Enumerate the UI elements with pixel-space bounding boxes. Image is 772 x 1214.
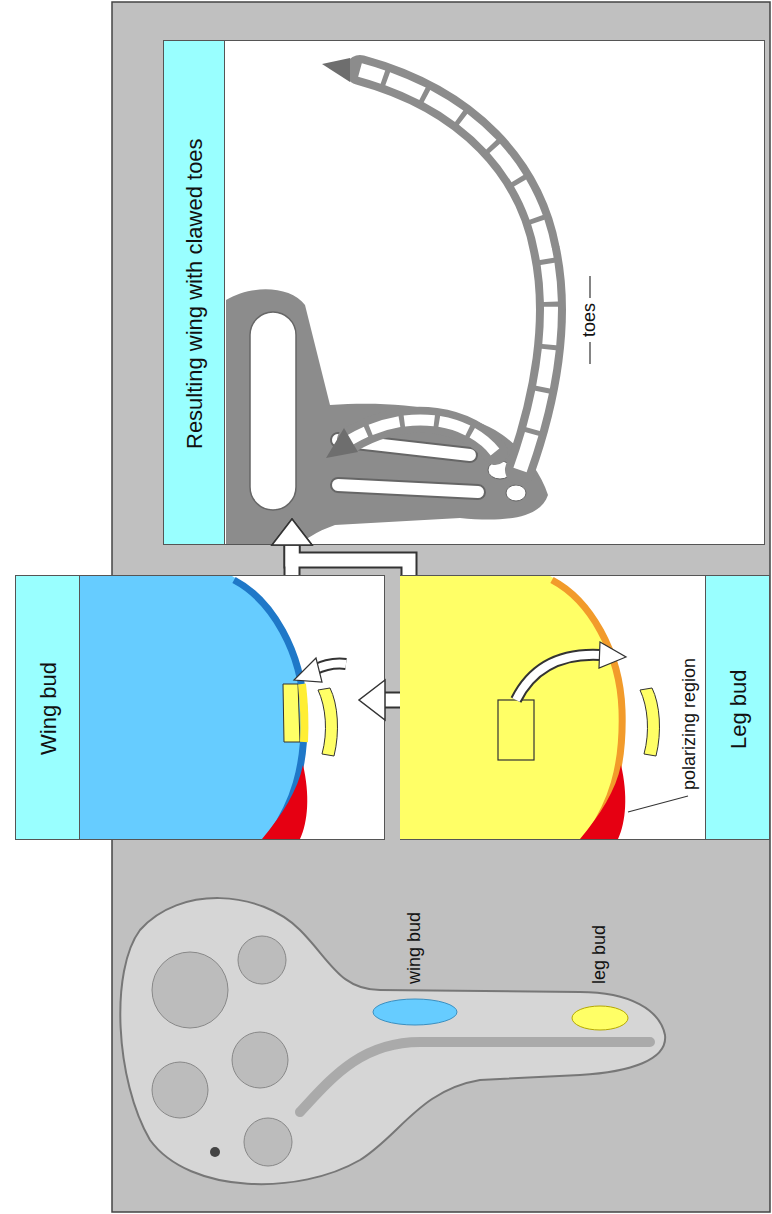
toe-bones [360, 70, 551, 470]
wing-tissue [226, 289, 548, 544]
arrow-head [359, 680, 385, 720]
graft-piece [318, 688, 337, 756]
head-part [152, 952, 228, 1028]
spine [300, 1042, 650, 1112]
eye [210, 1147, 220, 1157]
head-part [232, 1032, 288, 1088]
text-anchor: leg bud [589, 925, 611, 984]
polarizing-region [262, 765, 307, 839]
text-anchor: polarizing region [679, 658, 701, 790]
claw [326, 428, 358, 458]
header-strip: Leg bud [705, 575, 770, 840]
panel-ground [401, 576, 770, 840]
transfer-arrow-outline [292, 545, 409, 575]
part-label: toes [579, 303, 601, 337]
panel: Leg bud [400, 575, 770, 840]
leader-line [589, 342, 590, 364]
part-label: wing bud [404, 912, 426, 984]
head-part [152, 1062, 208, 1118]
text-anchor: Wing bud [36, 662, 62, 755]
embryo [120, 898, 665, 1184]
leader-line [628, 796, 688, 812]
toe-bones [350, 420, 495, 452]
toe [350, 420, 495, 452]
polarizing-region [580, 765, 625, 839]
toe [360, 70, 551, 470]
transfer-arrow-outline [385, 692, 400, 709]
leg-bud-mark [572, 1006, 628, 1030]
leader-line [589, 276, 590, 298]
move-arrow-head [294, 658, 322, 682]
move-arrow-head [599, 642, 626, 668]
bone [338, 485, 478, 492]
head-part [238, 936, 286, 984]
text-anchor: toes [579, 303, 601, 337]
text-anchor: Resulting wing with clawed toes [182, 138, 208, 449]
arrow-head [272, 519, 312, 545]
leg-bud-tissue [400, 576, 622, 839]
panel-ground [16, 576, 385, 840]
arrow-head [272, 519, 312, 545]
bone [250, 312, 296, 510]
transfer-arrow [385, 694, 400, 707]
panel-ground [164, 41, 765, 545]
claw [322, 58, 350, 82]
panel-title: Wing bud [36, 662, 62, 755]
header-strip: Resulting wing with clawed toes [163, 40, 225, 545]
graft-piece [640, 688, 659, 756]
part-label: leg bud [589, 925, 611, 984]
move-arrow [516, 655, 600, 700]
header-strip: Wing bud [15, 575, 80, 840]
cut-outline [498, 700, 534, 760]
text-anchor: wing bud [404, 912, 426, 984]
panel: Resulting wing with clawed toes [163, 40, 765, 545]
transfer-arrow [292, 545, 409, 575]
panel: Wing bud [15, 575, 385, 840]
graft-ridge [302, 684, 304, 742]
panel-title: Leg bud [726, 669, 752, 749]
text-anchor: Leg bud [726, 669, 752, 749]
graft [283, 684, 300, 742]
wing-bud-tissue [80, 576, 304, 839]
wing-bud-mark [373, 999, 457, 1025]
part-label: polarizing region [679, 658, 701, 790]
panel-title: Resulting wing with clawed toes [182, 138, 208, 449]
move-arrow [516, 655, 600, 700]
bone [506, 485, 526, 501]
head-part [244, 1118, 292, 1166]
bone [338, 485, 478, 492]
